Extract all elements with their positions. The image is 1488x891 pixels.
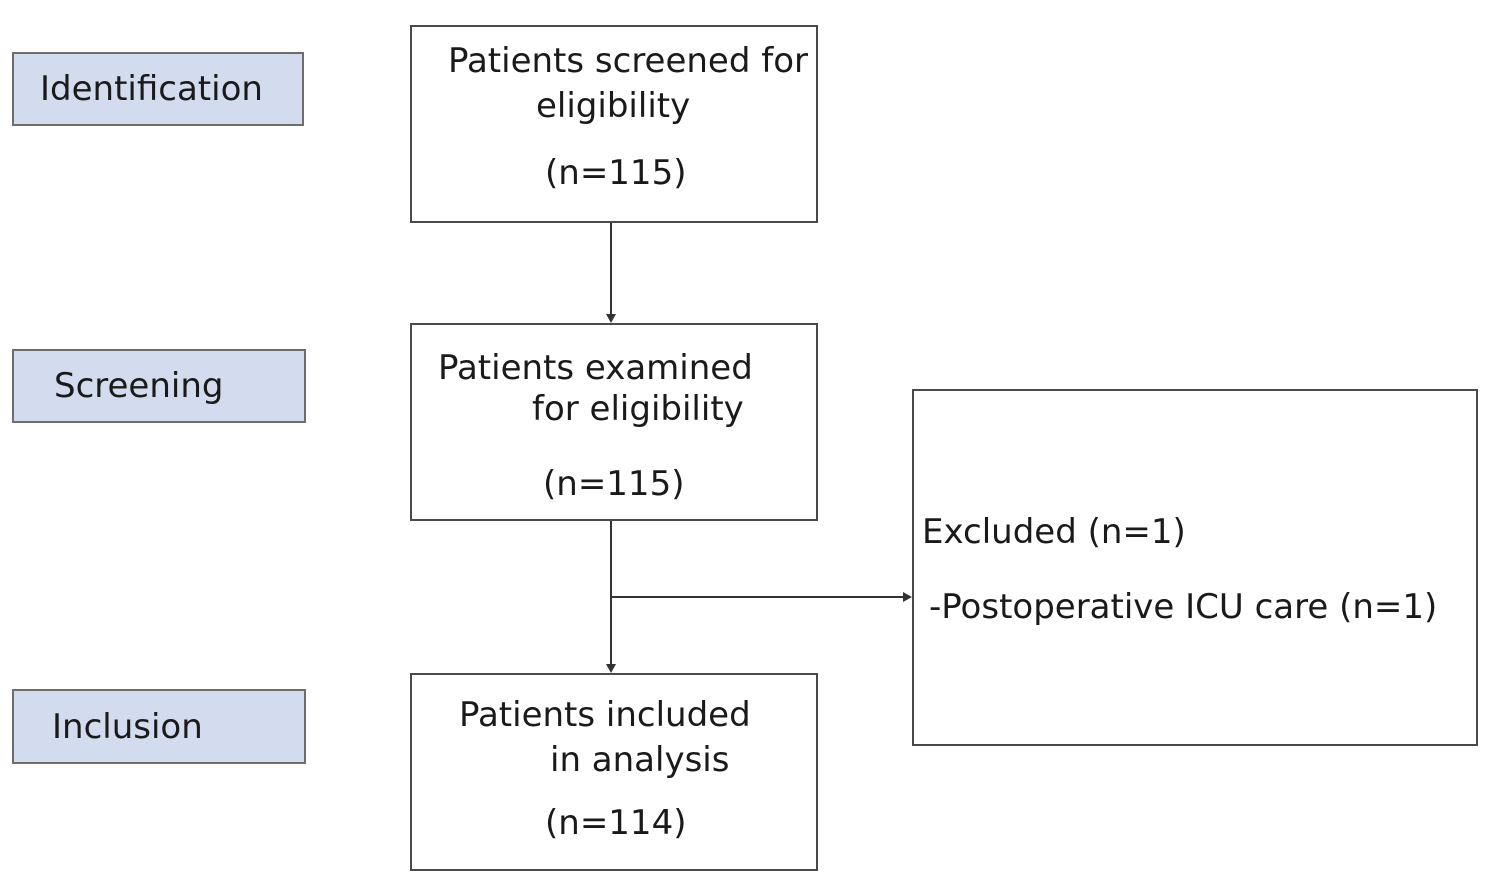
screened-box-line1: Patients screened for bbox=[448, 41, 808, 81]
screened-box: Patients screened for eligibility (n=115… bbox=[410, 25, 818, 223]
stage-label-inclusion-text: Inclusion bbox=[52, 706, 203, 747]
excluded-box-line2: -Postoperative ICU care (n=1) bbox=[929, 587, 1438, 627]
arrowhead-to-excluded bbox=[903, 592, 912, 602]
stage-label-identification-text: Identification bbox=[40, 69, 263, 109]
examined-box-line1: Patients examined bbox=[438, 348, 753, 388]
included-box-count: (n=114) bbox=[545, 803, 687, 843]
included-box-line2: in analysis bbox=[550, 740, 730, 780]
stage-label-identification: Identification bbox=[12, 52, 304, 126]
examined-box: Patients examined for eligibility (n=115… bbox=[410, 323, 818, 521]
arrowhead-to-examined bbox=[606, 314, 616, 323]
stage-label-inclusion: Inclusion bbox=[12, 689, 306, 764]
examined-box-line2: for eligibility bbox=[532, 389, 744, 429]
screened-box-line2: eligibility bbox=[536, 86, 691, 126]
screened-box-count: (n=115) bbox=[545, 153, 687, 193]
included-box: Patients included in analysis (n=114) bbox=[410, 673, 818, 871]
excluded-box: Excluded (n=1) -Postoperative ICU care (… bbox=[912, 389, 1478, 746]
stage-label-screening: Screening bbox=[12, 349, 306, 423]
included-box-line1: Patients included bbox=[459, 695, 751, 735]
stage-label-screening-text: Screening bbox=[54, 366, 224, 406]
excluded-box-line1: Excluded (n=1) bbox=[922, 512, 1186, 552]
arrowhead-to-included bbox=[606, 664, 616, 673]
examined-box-count: (n=115) bbox=[543, 464, 685, 504]
